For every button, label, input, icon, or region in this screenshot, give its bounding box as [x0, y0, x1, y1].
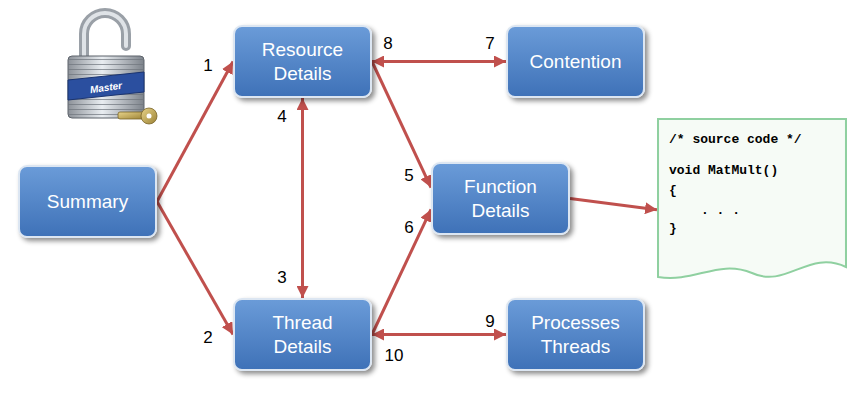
- connector-arrow: [157, 202, 233, 335]
- connector-arrow: [372, 62, 431, 188]
- view-box: Processes Threads: [506, 298, 645, 371]
- callout-number: 10: [385, 346, 404, 366]
- code-line: }: [669, 221, 835, 237]
- box-label: Summary: [47, 190, 128, 214]
- connector-arrow: [372, 60, 506, 63]
- code-line: . . .: [701, 203, 835, 219]
- connector-arrow: [372, 209, 431, 334]
- connector-arrow: [301, 98, 304, 298]
- callout-number: 4: [277, 107, 286, 127]
- callout-number: 6: [404, 218, 413, 238]
- callout-number: 3: [277, 268, 286, 288]
- callout-number: 2: [203, 328, 212, 348]
- connector-arrow: [157, 62, 233, 202]
- code-line: {: [669, 183, 835, 199]
- callout-number: 8: [383, 34, 392, 54]
- code-line: /* source code */: [669, 132, 835, 148]
- source-document: /* source code */ void MatMult() { . . .}: [657, 118, 847, 285]
- view-box: Function Details: [431, 162, 570, 235]
- box-label: Function Details: [443, 175, 558, 223]
- view-box: Contention: [506, 25, 645, 98]
- code-line: void MatMult(): [669, 163, 835, 179]
- padlock-illustration: [0, 0, 200, 160]
- view-box: Thread Details: [233, 298, 372, 371]
- view-box: Summary: [18, 165, 157, 238]
- box-label: Processes Threads: [518, 311, 633, 359]
- callout-number: 7: [485, 34, 494, 54]
- box-label: Resource Details: [245, 38, 360, 86]
- callout-number: 9: [485, 312, 494, 332]
- callout-number: 5: [404, 166, 413, 186]
- box-label: Contention: [530, 50, 622, 74]
- callout-number: 1: [203, 56, 212, 76]
- box-label: Thread Details: [245, 311, 360, 359]
- connector-arrow: [372, 333, 506, 336]
- connector-arrow: [570, 199, 657, 210]
- view-box: Resource Details: [233, 25, 372, 98]
